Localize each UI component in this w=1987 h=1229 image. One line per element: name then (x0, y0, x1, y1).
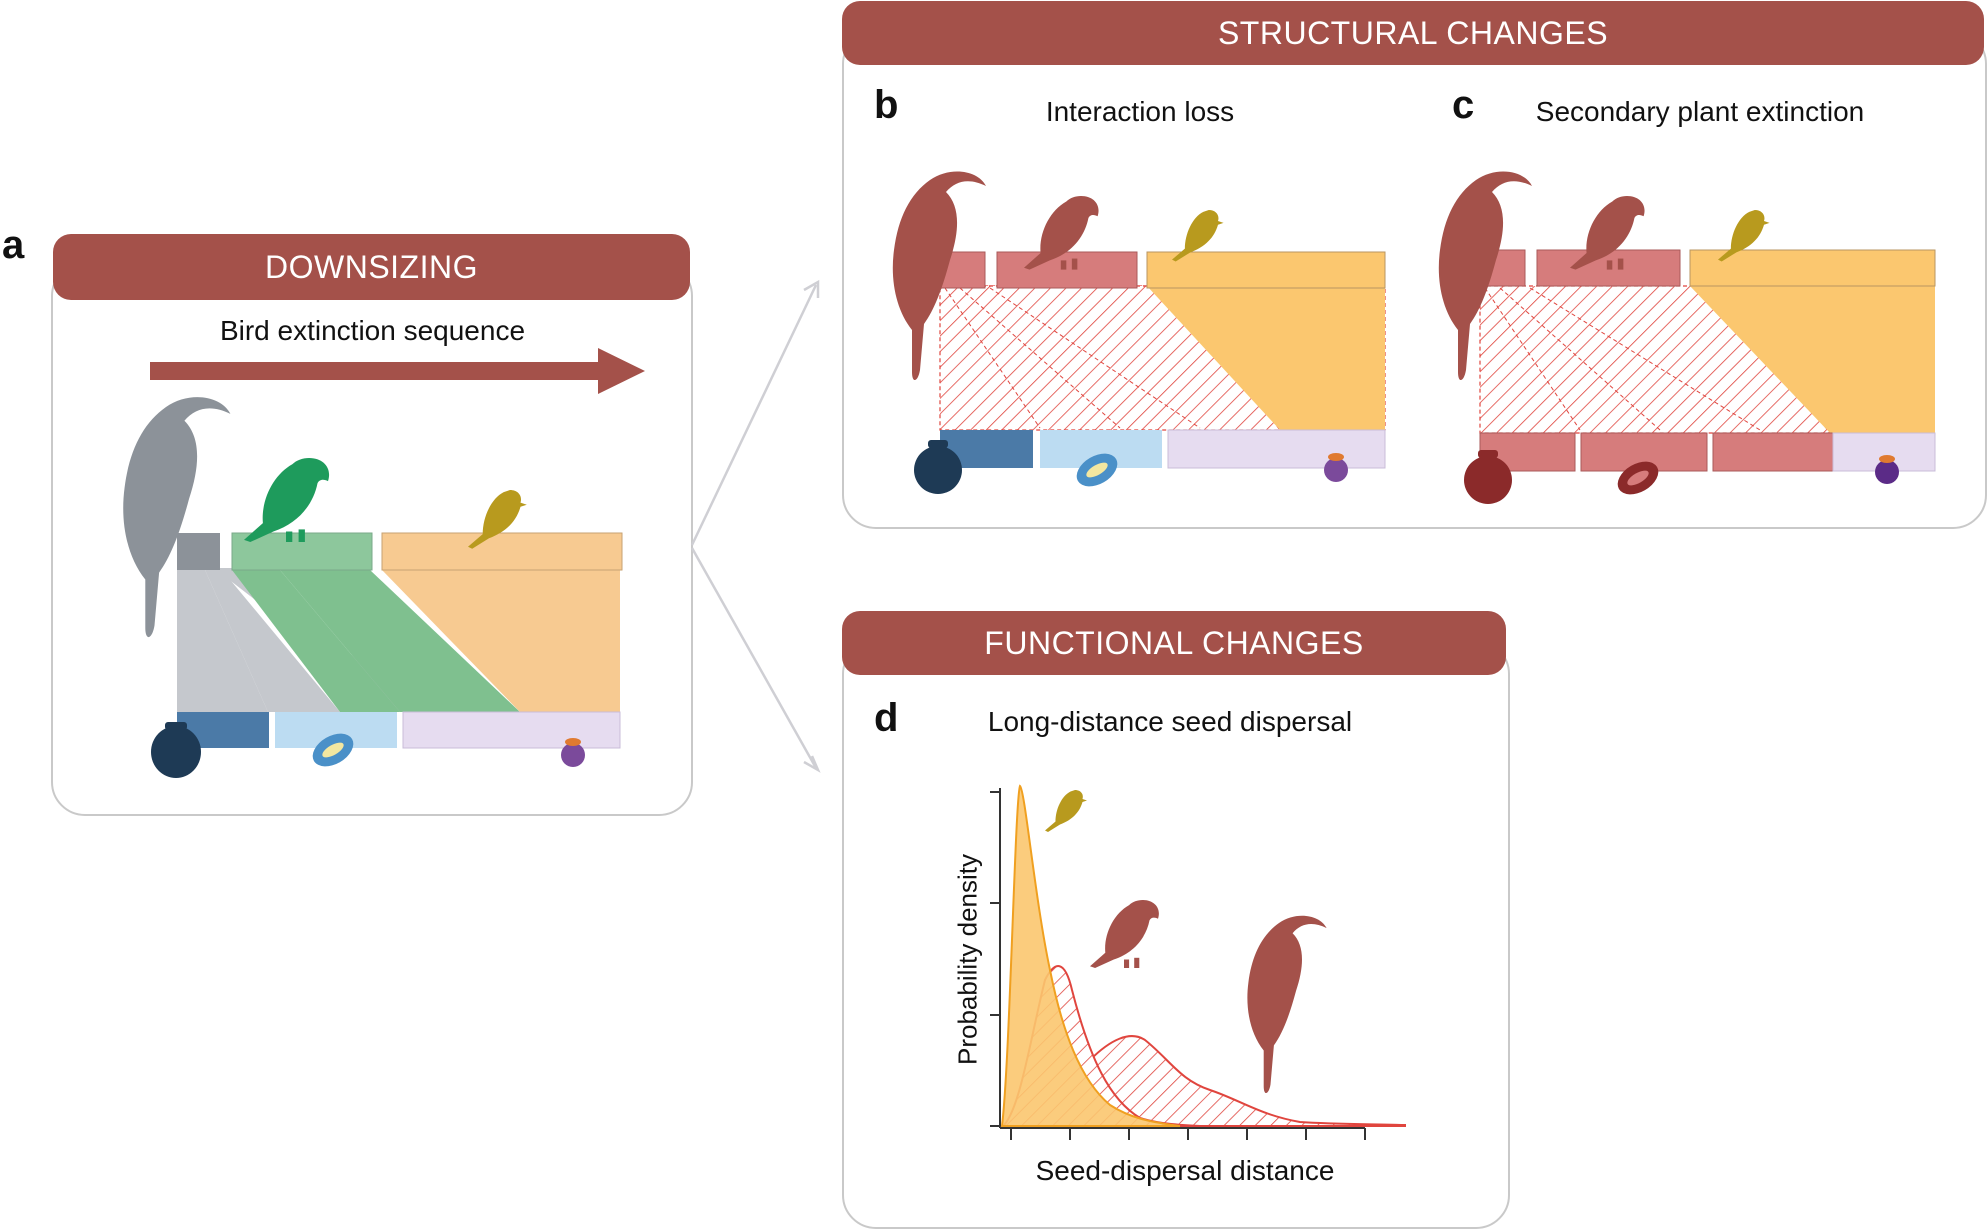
panel-b-network (939, 251, 1386, 469)
parrot-icon (244, 458, 330, 542)
y-axis-label: Probability density (952, 854, 983, 1065)
panel-letter-a: a (2, 223, 25, 267)
panel-letter-b: b (874, 83, 899, 127)
small-bird-kernel (1000, 784, 1181, 1127)
functional-box (842, 640, 1510, 1229)
structural-changes-banner: STRUCTURAL CHANGES (842, 1, 1984, 65)
parrot-icon-d (1090, 900, 1159, 968)
large-fruit-icon-b (914, 440, 962, 494)
panel-letter-d: d (874, 696, 899, 740)
small-berry-icon-c (1875, 455, 1899, 484)
small-berry-icon (561, 738, 585, 767)
panel-letter-c: c (1452, 83, 1475, 127)
toucan-icon-d (1247, 915, 1327, 1094)
medium-fruit-icon-c (1617, 461, 1659, 495)
interaction-loss-title: Interaction loss (1045, 96, 1235, 127)
medium-fruit-icon-b (1076, 453, 1118, 487)
finch-icon-d (1045, 790, 1087, 832)
secondary-extinction-title: Secondary plant extinction (1535, 96, 1865, 127)
density-plot (990, 784, 1406, 1140)
x-axis-label: Seed-dispersal distance (1035, 1155, 1335, 1186)
large-fruit-icon (151, 722, 201, 778)
small-berry-icon-b (1324, 453, 1348, 482)
functional-changes-banner: FUNCTIONAL CHANGES (842, 611, 1506, 675)
panel-a-network (177, 532, 623, 749)
large-fruit-icon-c (1464, 450, 1512, 504)
downsizing-banner: DOWNSIZING (53, 234, 690, 300)
extinction-sequence-label: Bird extinction sequence (219, 315, 526, 346)
extinction-arrow (150, 348, 645, 394)
panel-c-network (1479, 249, 1936, 472)
branch-arrows (690, 279, 821, 773)
medium-fruit-icon (312, 733, 354, 767)
seed-dispersal-title: Long-distance seed dispersal (987, 706, 1353, 737)
